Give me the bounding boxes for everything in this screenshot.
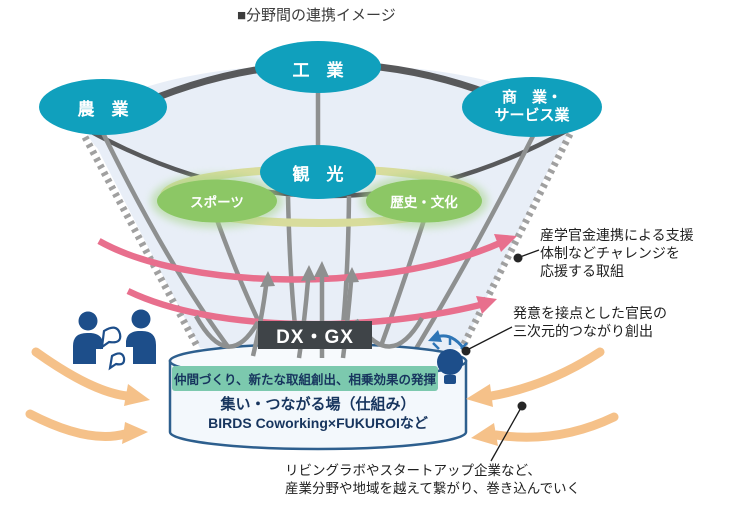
- sector-industry-label: 工 業: [292, 60, 344, 80]
- up-arrowhead-1: [260, 271, 275, 287]
- idea-drop-arrowhead: [428, 330, 442, 342]
- note-connectors: [466, 249, 540, 462]
- agriculture-oval: [39, 79, 167, 135]
- up-arrowhead-2: [301, 265, 316, 281]
- sector-sports-label: スポーツ: [190, 195, 244, 210]
- orange-arrow-right-1: [486, 347, 605, 401]
- note-idea: 発意を接点とした官民の 三次元的つながり創出: [513, 304, 667, 340]
- industry-oval: [255, 41, 381, 93]
- orange-inflow-arrows: [25, 347, 619, 442]
- u-curve-left: [194, 314, 260, 349]
- note-bottom-line2: 産業分野や地域を越えて繋がり、巻き込んでいく: [285, 480, 581, 496]
- note-bottom: リビングラボやスタートアップ企業など、 産業分野や地域を越えて繋がり、巻き込んで…: [285, 462, 580, 497]
- sector-commerce-label: 商 業・ サービス業: [460, 79, 604, 135]
- funnel-opening: [88, 64, 568, 196]
- line-history: [375, 219, 427, 355]
- orange-arrowhead-right-2: [471, 423, 498, 446]
- note-support-line1: 産学官金連携による支援: [540, 227, 694, 243]
- dot-support-note: [513, 253, 523, 263]
- person-left-body: [73, 333, 103, 364]
- cylinder-example-text: BIRDS Coworking×FUKUROIなど: [208, 415, 428, 431]
- note-idea-line1: 発意を接点とした官民の: [513, 305, 667, 321]
- person-left-head: [78, 311, 98, 331]
- two-people-discussion-icon: [73, 309, 156, 371]
- up-arrow-shaft-4: [340, 281, 354, 359]
- sector-tourism-label: 観 光: [292, 164, 344, 184]
- page-title: ■分野間の連携イメージ: [237, 7, 396, 24]
- tourism-oval: [260, 145, 376, 199]
- person-right-body: [126, 331, 156, 364]
- note-idea-line2: 三次元的つながり創出: [513, 323, 653, 339]
- pink-arrowhead-lower: [476, 296, 497, 314]
- note-support-line3: 応援する取組: [540, 263, 624, 279]
- up-arrow-shaft-1: [250, 285, 269, 357]
- up-arrowhead-3: [314, 261, 329, 277]
- pink-arrowhead-upper: [494, 234, 517, 252]
- orange-arrow-left-1: [31, 347, 132, 401]
- cylinder-place-text: 集い・つながる場（仕組み）: [220, 395, 416, 413]
- dx-gx-box: DX・GX: [258, 321, 372, 349]
- commerce-oval: [462, 77, 602, 137]
- note-support: 産学官金連携による支援 体制などチャレンジを 応援する取組: [540, 226, 694, 280]
- connector-idea-note: [466, 326, 513, 351]
- pink-spiral-arrow-upper: [97, 238, 502, 283]
- note-connector-dots: [461, 253, 527, 411]
- sector-agriculture-label: 農 業: [77, 99, 129, 119]
- connector-support-note: [519, 249, 540, 258]
- orange-arrowhead-right-1: [466, 384, 493, 407]
- sports-oval: [157, 179, 277, 223]
- cylinder-band-text: 仲間づくり、新たな取組創出、相乗効果の発揮: [172, 366, 438, 391]
- dot-idea-note: [461, 346, 471, 356]
- line-agriculture: [100, 132, 234, 354]
- orange-arrowheads: [122, 384, 498, 446]
- lightbulb-icon: [428, 330, 468, 384]
- note-support-line2: 体制などチャレンジを: [540, 245, 680, 261]
- up-arrowheads: [260, 261, 359, 287]
- history-oval: [366, 179, 482, 223]
- speech-bubble-icon-2: [108, 352, 126, 371]
- connector-bottom-note: [490, 405, 523, 462]
- hub-swirls-and-arrows: [194, 277, 424, 359]
- speech-bubble-icon-1: [100, 326, 122, 350]
- sector-ovals: [39, 41, 602, 228]
- orange-arrow-left-2: [25, 409, 130, 441]
- sector-commerce-line2: サービス業: [494, 107, 570, 124]
- person-right-head: [131, 309, 151, 329]
- up-arrow-shaft-2: [296, 279, 311, 359]
- note-bottom-line1: リビングラボやスタートアップ企業など、: [285, 463, 541, 478]
- orange-arrow-right-2: [491, 412, 619, 442]
- lightbulb-base: [444, 375, 456, 384]
- dot-bottom-note: [517, 401, 527, 411]
- lightbulb-glass: [437, 349, 463, 375]
- up-arrowhead-4: [344, 267, 359, 283]
- orange-arrowhead-left-2: [122, 422, 148, 444]
- sector-history-label: 歴史・文化: [390, 195, 458, 210]
- sector-commerce-line1: 商 業・: [501, 89, 562, 106]
- orange-arrowhead-left-1: [124, 384, 150, 406]
